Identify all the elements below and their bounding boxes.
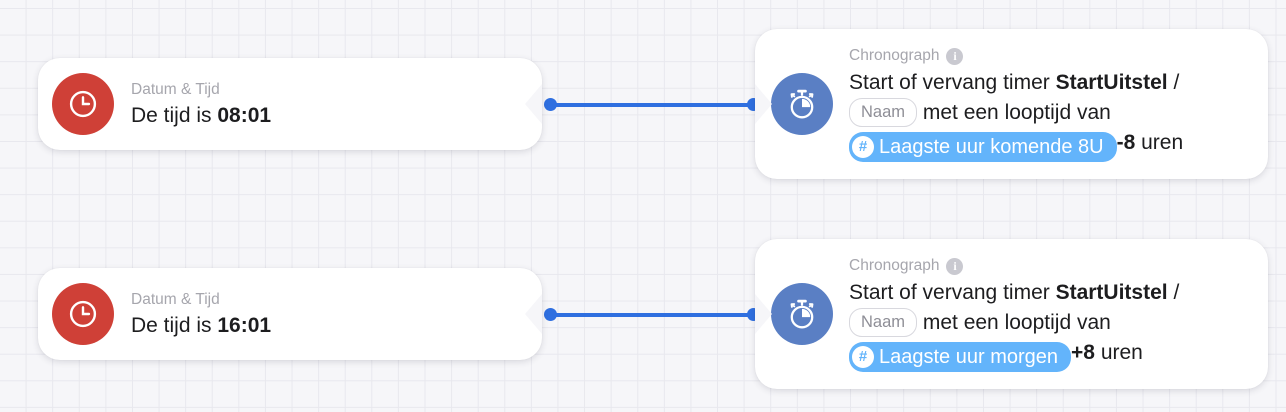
action-node-row-2[interactable]: Chronograph i Start of vervang timer Sta… [755, 239, 1268, 389]
action-kicker-row-2: Chronograph i [849, 256, 1179, 275]
info-icon[interactable]: i [946, 257, 964, 275]
trigger-kicker-row-2: Datum & Tijd [131, 290, 220, 308]
stopwatch-icon [771, 283, 833, 345]
name-pill-row-2[interactable]: Naam [849, 307, 918, 338]
trigger-node-row-2[interactable]: Datum & Tijd De tijd is 16:01 [38, 268, 542, 360]
action-kicker-row-1: Chronograph i [849, 46, 1183, 65]
hash-icon: # [852, 345, 874, 368]
trigger-text-prefix-row-2: De tijd is [131, 314, 218, 338]
variable-chip-label-row-1: Laagste uur komende 8U [879, 135, 1104, 158]
trigger-text-prefix-row-1: De tijd is [131, 104, 218, 128]
action-kicker-label-row-1: Chronograph [849, 47, 940, 65]
action-text-2-row-1: / [1167, 70, 1180, 94]
action-text-3-row-1: met een looptijd van [922, 100, 1111, 124]
action-text-2-row-2: / [1167, 280, 1180, 304]
connector-dot-source-row-1[interactable] [544, 98, 557, 111]
action-description-row-1: Start of vervang timer StartUitstel / Na… [849, 68, 1183, 162]
trigger-time-value-row-2: 16:01 [217, 314, 272, 338]
trigger-notch-row-1 [525, 84, 542, 124]
trigger-body-row-2: Datum & Tijd De tijd is 16:01 [131, 290, 271, 339]
action-notch-row-1 [755, 84, 772, 124]
info-icon[interactable]: i [946, 47, 964, 65]
action-body-row-2: Chronograph i Start of vervang timer Sta… [849, 256, 1179, 372]
action-timer-name-row-1: StartUitstel [1055, 70, 1168, 94]
trigger-title-row-2: De tijd is 16:01 [131, 313, 271, 338]
trigger-notch-row-2 [525, 294, 542, 334]
action-description-row-2: Start of vervang timer StartUitstel / Na… [849, 278, 1179, 372]
offset-unit-row-1: uren [1141, 130, 1184, 154]
stopwatch-icon [771, 73, 833, 135]
trigger-kicker-row-1: Datum & Tijd [131, 80, 220, 98]
trigger-node-row-1[interactable]: Datum & Tijd De tijd is 08:01 [38, 58, 542, 150]
connector-edge-row-1[interactable] [551, 103, 755, 107]
trigger-title-row-1: De tijd is 08:01 [131, 103, 271, 128]
clock-icon [52, 283, 114, 345]
clock-icon [52, 73, 114, 135]
action-text-1-row-2: Start of vervang timer [849, 280, 1056, 304]
action-notch-row-2 [755, 294, 772, 334]
connector-dot-source-row-2[interactable] [544, 308, 557, 321]
variable-chip-label-row-2: Laagste uur morgen [879, 345, 1059, 368]
action-text-3-row-2: met een looptijd van [922, 310, 1111, 334]
offset-value-row-1: -8 [1116, 130, 1136, 154]
action-node-row-1[interactable]: Chronograph i Start of vervang timer Sta… [755, 29, 1268, 179]
connector-edge-row-2[interactable] [551, 313, 755, 317]
hash-icon: # [852, 135, 874, 158]
action-kicker-label-row-2: Chronograph [849, 257, 940, 275]
action-body-row-1: Chronograph i Start of vervang timer Sta… [849, 46, 1183, 162]
variable-chip-row-1[interactable]: # Laagste uur komende 8U [849, 131, 1117, 162]
action-timer-name-row-2: StartUitstel [1055, 280, 1168, 304]
name-pill-row-1[interactable]: Naam [849, 97, 918, 128]
trigger-body-row-1: Datum & Tijd De tijd is 08:01 [131, 80, 271, 129]
action-text-1-row-1: Start of vervang timer [849, 70, 1056, 94]
trigger-time-value-row-1: 08:01 [217, 104, 272, 128]
offset-unit-row-2: uren [1100, 340, 1143, 364]
variable-chip-row-2[interactable]: # Laagste uur morgen [849, 341, 1072, 372]
offset-value-row-2: +8 [1071, 340, 1095, 364]
